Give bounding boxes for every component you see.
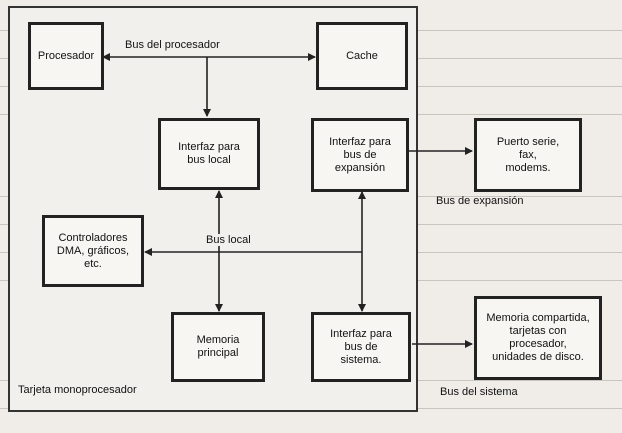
system-bus-interface-box: Interfaz para bus de sistema. [311,312,411,382]
expansion-bus-interface-box: Interfaz para bus de expansión [311,118,409,192]
system-bus-label: Bus del sistema [440,386,518,398]
main-memory-box: Memoria principal [171,312,265,382]
local-bus-interface-box: Interfaz para bus local [158,118,260,190]
serial-port-fax-modem-box: Puerto serie, fax, modems. [474,118,582,192]
local-bus-label: Bus local [204,234,253,246]
dma-graphics-controllers-box: Controladores DMA, gráficos, etc. [42,215,144,287]
cache-box: Cache [316,22,408,90]
processor-bus-label: Bus del procesador [123,39,222,51]
board-label: Tarjeta monoprocesador [18,384,137,396]
expansion-bus-label: Bus de expansión [436,195,524,207]
processor-box: Procesador [28,22,104,90]
shared-memory-disk-units-box: Memoria compartida, tarjetas con procesa… [474,296,602,380]
